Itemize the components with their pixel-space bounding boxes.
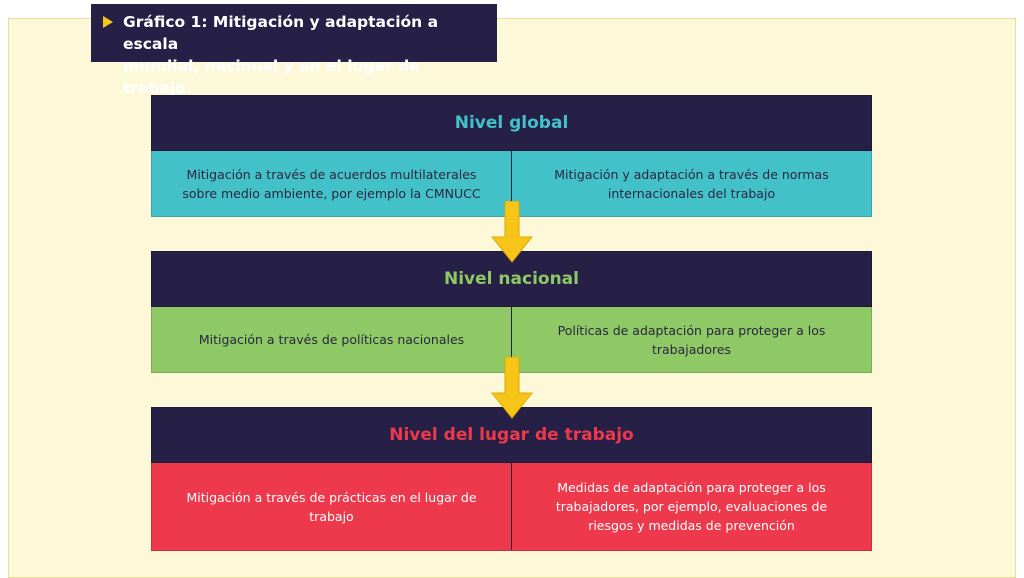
cell-text-line: Políticas de adaptación para proteger a …	[557, 322, 826, 338]
level-lugar-row: Mitigación a través de prácticas en el l…	[151, 463, 872, 551]
arrow-down-icon	[491, 357, 533, 419]
cell-text-line: Mitigación a través de políticas naciona…	[198, 332, 465, 347]
cell-text-line: Mitigación y adaptación a través de norm…	[554, 166, 829, 182]
level-lugar-de-trabajo: Nivel del lugar de trabajo Mitigación a …	[151, 407, 872, 551]
cell-text-line: sobre medio ambiente, por ejemplo la CMN…	[182, 185, 481, 201]
cell-text-line: Medidas de adaptación para proteger a lo…	[557, 480, 826, 495]
cell-text-line: Mitigación a través de acuerdos multilat…	[186, 166, 477, 182]
level-lugar-heading: Nivel del lugar de trabajo	[151, 407, 872, 463]
level-nacional-left-cell: Mitigación a través de políticas naciona…	[152, 307, 511, 372]
level-lugar-left-cell: Mitigación a través de prácticas en el l…	[152, 463, 511, 550]
cell-text-line: internacionales del trabajo	[607, 185, 776, 201]
figure-title: Gráfico 1: Mitigación y adaptación a esc…	[91, 4, 497, 97]
level-lugar-right-cell: Medidas de adaptación para proteger a lo…	[511, 463, 871, 550]
level-global: Nivel global Mitigación a través de acue…	[151, 95, 872, 217]
cell-text-line: Mitigación a través de prácticas en el l…	[186, 489, 477, 505]
cell-text-line: trabajo	[309, 508, 354, 524]
level-nacional: Nivel nacional Mitigación a través de po…	[151, 251, 872, 373]
level-nacional-right-cell: Políticas de adaptación para proteger a …	[511, 307, 871, 372]
title-triangle-icon	[103, 16, 113, 28]
level-global-left-cell: Mitigación a través de acuerdos multilat…	[152, 151, 511, 216]
level-global-right-cell: Mitigación y adaptación a través de norm…	[511, 151, 871, 216]
arrow-down-icon	[491, 201, 533, 263]
figure-title-line2: mundial, nacional y en el lugar de traba…	[123, 57, 420, 97]
figure-title-line1: Gráfico 1: Mitigación y adaptación a esc…	[123, 13, 439, 53]
cell-text-line: trabajadores	[651, 341, 732, 357]
cell-text-line: riesgos y medidas de prevención	[588, 518, 795, 533]
level-global-heading: Nivel global	[151, 95, 872, 151]
cell-text-line: trabajadores, por ejemplo, evaluaciones …	[555, 499, 828, 514]
